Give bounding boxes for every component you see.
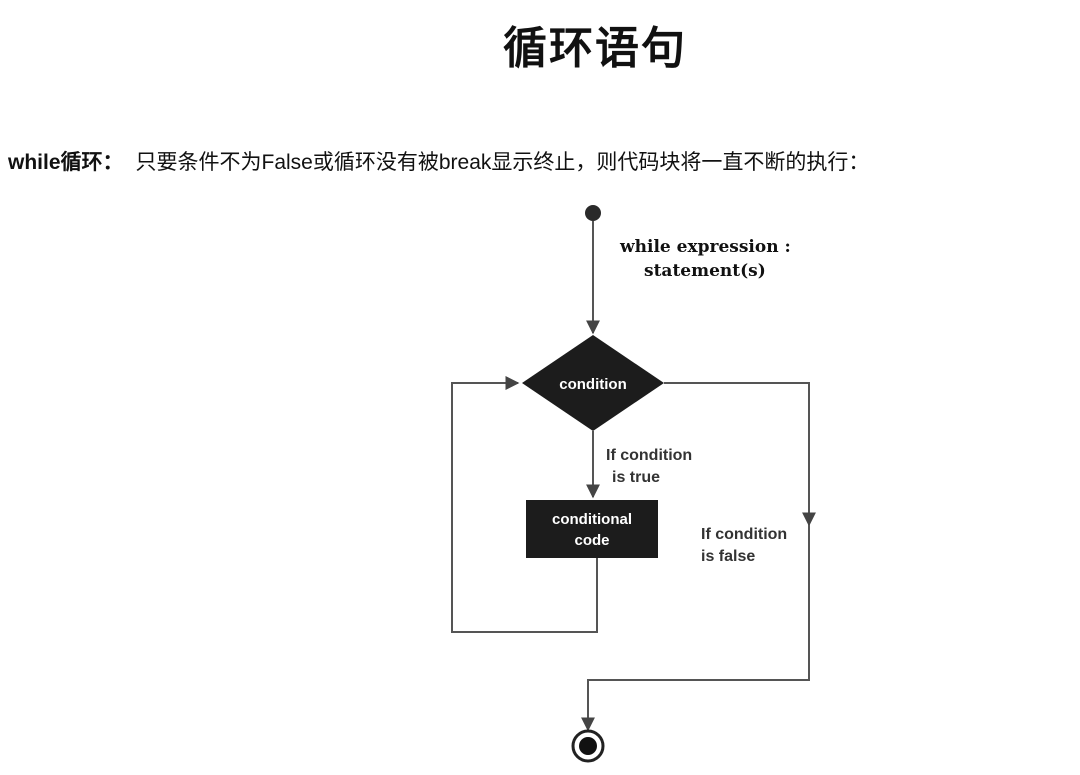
end-node-core bbox=[579, 737, 597, 755]
page-title: 循环语句 bbox=[503, 23, 687, 74]
true-branch-label-1: If condition bbox=[606, 447, 692, 464]
false-branch-arrow-lower bbox=[581, 525, 810, 732]
intro-description: 只要条件不为False或循环没有被break显示终止，则代码块将一直不断的执行： bbox=[135, 151, 870, 174]
start-node bbox=[585, 205, 601, 221]
loop-back-arrow bbox=[451, 376, 598, 633]
false-branch-label-2: is false bbox=[701, 548, 755, 565]
false-branch-arrow-upper bbox=[664, 382, 816, 527]
intro-term: while循环： bbox=[8, 151, 124, 174]
syntax-line-2: statement(s) bbox=[644, 261, 766, 281]
true-branch-label-2: is true bbox=[612, 469, 660, 486]
syntax-line-1: while expression : bbox=[619, 237, 791, 257]
process-label-2: code bbox=[574, 532, 609, 549]
intro-paragraph: while循环： 只要条件不为False或循环没有被break显示终止，则代码块将… bbox=[8, 146, 1072, 176]
condition-diamond bbox=[522, 335, 664, 431]
process-label-1: conditional bbox=[552, 511, 632, 528]
condition-label: condition bbox=[559, 376, 627, 393]
conditional-code-box bbox=[526, 500, 658, 558]
false-branch-label-1: If condition bbox=[701, 526, 787, 543]
